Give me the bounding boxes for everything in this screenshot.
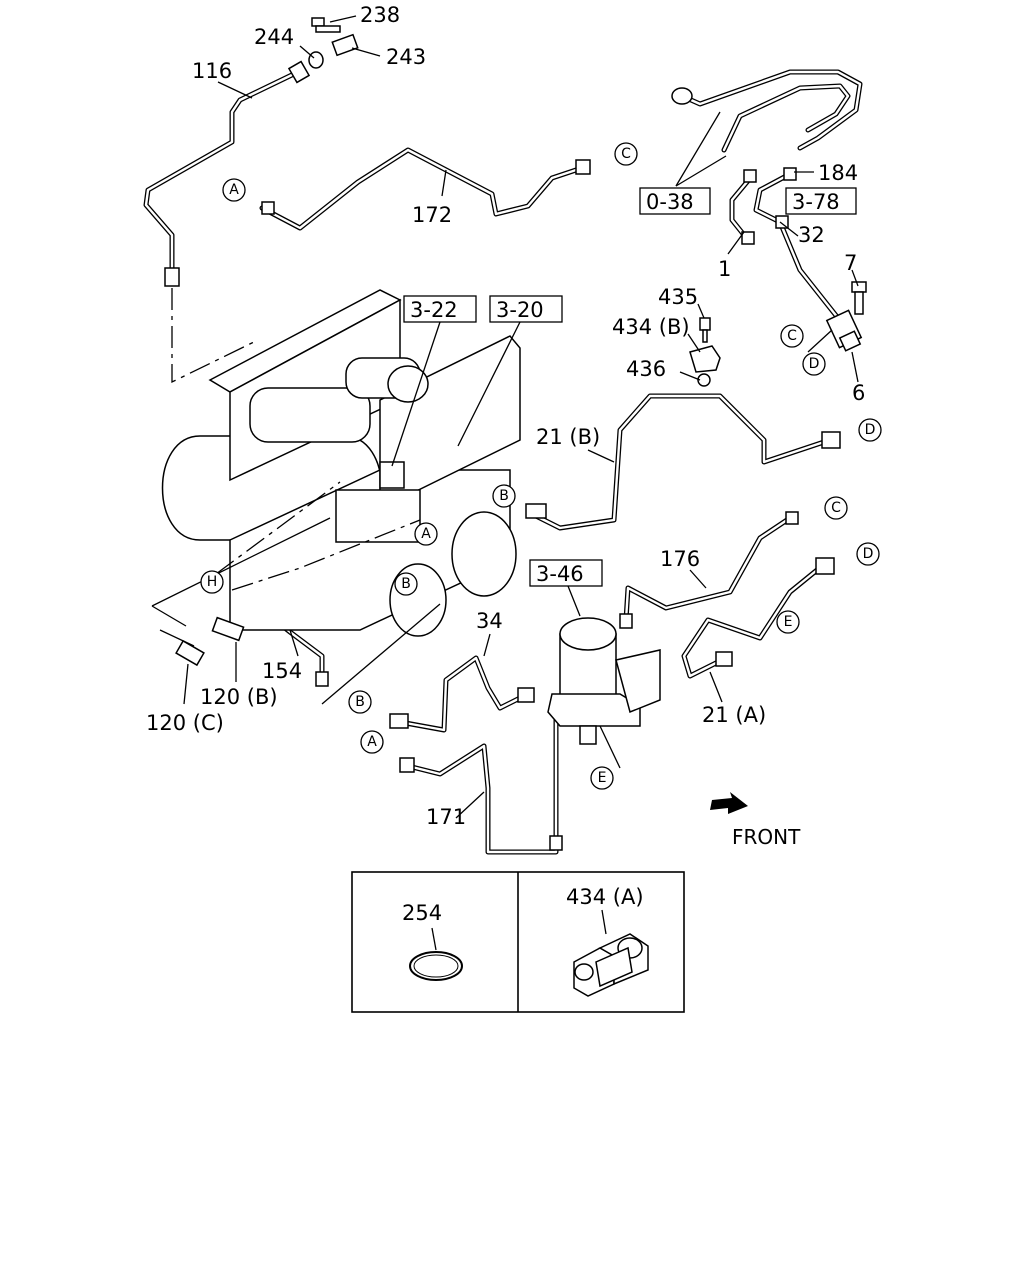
- svg-text:E: E: [784, 614, 793, 630]
- connector-e-21a: E: [776, 610, 800, 634]
- pipe-21b: [525, 393, 841, 531]
- svg-text:B: B: [401, 576, 411, 592]
- connector-d-21a: D: [856, 542, 880, 566]
- svg-text:D: D: [865, 422, 876, 438]
- connector-b-34: B: [348, 690, 372, 714]
- bolt-238: [311, 17, 341, 33]
- svg-text:A: A: [421, 526, 431, 542]
- guide-line-bracket: [231, 519, 421, 591]
- pipe-176: [619, 511, 799, 629]
- connector-d-fitting: D: [802, 352, 826, 376]
- label-1: 1: [718, 257, 731, 281]
- connector-e-dryer: E: [590, 766, 614, 790]
- label-435: 435: [658, 285, 698, 309]
- union-120c: [175, 639, 205, 667]
- label-244: 244: [254, 25, 294, 49]
- svg-text:3-20: 3-20: [496, 298, 544, 322]
- svg-text:B: B: [499, 488, 509, 504]
- connector-a-171: A: [360, 730, 384, 754]
- fitting-6: [825, 309, 863, 352]
- svg-text:3-46: 3-46: [536, 562, 584, 586]
- pipe-116: [143, 60, 311, 287]
- pipe-34: [389, 655, 535, 733]
- connector-b-21b: B: [492, 484, 516, 508]
- label-434b: 434 (B): [612, 315, 690, 339]
- washer-244: [308, 51, 324, 69]
- connector-b-tank: B: [394, 572, 418, 596]
- label-434a: 434 (A): [566, 885, 644, 909]
- ref-box-0-38: 0-38: [639, 187, 711, 215]
- bolt-7: [851, 281, 867, 315]
- svg-text:H: H: [207, 574, 218, 590]
- svg-text:3-78: 3-78: [792, 190, 840, 214]
- label-21a: 21 (A): [702, 703, 766, 727]
- label-21b: 21 (B): [536, 425, 600, 449]
- svg-text:B: B: [355, 694, 365, 710]
- ref-box-3-22: 3-22: [403, 295, 477, 323]
- connector-c-176: C: [824, 496, 848, 520]
- connector-h: H: [200, 570, 224, 594]
- front-label: FRONT: [732, 825, 801, 849]
- label-120b: 120 (B): [200, 685, 278, 709]
- ref-box-3-78: 3-78: [785, 187, 857, 215]
- pipe-21a: [681, 557, 835, 679]
- label-184: 184: [818, 161, 858, 185]
- svg-text:D: D: [863, 546, 874, 562]
- connector-c-top: C: [614, 142, 638, 166]
- svg-text:A: A: [229, 182, 239, 198]
- ref-box-3-46: 3-46: [529, 559, 603, 587]
- union-120b: [211, 616, 245, 642]
- pipe-1-assembly: [671, 69, 863, 321]
- air-tank-assembly: [161, 289, 521, 637]
- label-436: 436: [626, 357, 666, 381]
- svg-text:C: C: [787, 328, 797, 344]
- front-arrow-icon: [710, 792, 748, 814]
- label-254: 254: [402, 901, 442, 925]
- leader-254: [431, 927, 437, 951]
- svg-text:E: E: [598, 770, 607, 786]
- label-176: 176: [660, 547, 700, 571]
- svg-text:D: D: [809, 356, 820, 372]
- pipe-172: [259, 147, 591, 231]
- guide-line-116: [171, 288, 259, 384]
- ref-box-3-20: 3-20: [489, 295, 563, 323]
- label-32: 32: [798, 223, 825, 247]
- connector-a-top: A: [222, 178, 246, 202]
- air-dryer: [547, 617, 661, 745]
- svg-text:C: C: [831, 500, 841, 516]
- label-172: 172: [412, 203, 452, 227]
- svg-text:C: C: [621, 146, 631, 162]
- label-6: 6: [852, 381, 865, 405]
- leader-lines: [151, 15, 859, 819]
- clip-434a: [573, 933, 649, 997]
- label-34: 34: [476, 609, 503, 633]
- svg-text:A: A: [367, 734, 377, 750]
- svg-text:0-38: 0-38: [646, 190, 694, 214]
- label-243: 243: [386, 45, 426, 69]
- label-238: 238: [360, 3, 400, 27]
- label-116: 116: [192, 59, 232, 83]
- leader-434a: [601, 909, 607, 935]
- connector-a-compressor: A: [414, 522, 438, 546]
- label-120c: 120 (C): [146, 711, 224, 735]
- banjo-243: [331, 33, 359, 57]
- label-171: 171: [426, 805, 466, 829]
- o-ring-254: [409, 951, 463, 981]
- connector-d-21b: D: [858, 418, 882, 442]
- pipe-171: [399, 717, 563, 855]
- svg-text:3-22: 3-22: [410, 298, 458, 322]
- label-154: 154: [262, 659, 302, 683]
- label-7: 7: [844, 251, 857, 275]
- connector-c-fitting: C: [780, 324, 804, 348]
- guide-line-H: [215, 481, 341, 575]
- clip-434b-assembly: [689, 317, 721, 387]
